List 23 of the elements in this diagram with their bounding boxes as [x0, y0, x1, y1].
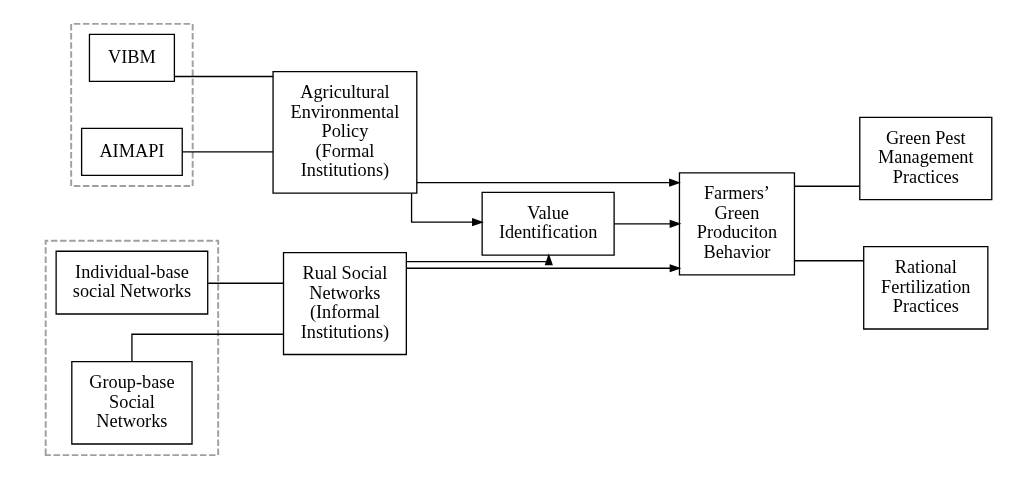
node-box: Value Identification: [481, 191, 615, 256]
node-box: VIBM: [88, 33, 176, 83]
connector: [131, 333, 284, 362]
connector: [173, 75, 274, 78]
node-box: AIMAPI: [80, 127, 183, 177]
node-box: Green Pest Management Practices: [859, 116, 993, 201]
arrow: [406, 253, 553, 266]
arrow: [613, 219, 682, 228]
connector: [794, 185, 861, 187]
connector: [794, 260, 865, 262]
node-box: Individual-base social Networks: [55, 250, 209, 315]
node-box: Rational Fertilization Practices: [863, 246, 989, 330]
connector: [181, 151, 274, 153]
cluster: [70, 22, 194, 187]
arrow: [410, 192, 484, 227]
node-box: Farmers’ Green Produciton Behavior: [678, 172, 796, 276]
node-box: Agricultural Environmental Policy (Formal Institutions): [272, 70, 418, 194]
arrow: [405, 264, 682, 273]
node-box: Rual Social Networks (Informal Institutions): [282, 251, 407, 356]
cluster: [44, 239, 220, 457]
node-box: Group-base Social Networks: [71, 361, 193, 445]
arrow: [416, 178, 681, 187]
connector: [207, 282, 285, 284]
